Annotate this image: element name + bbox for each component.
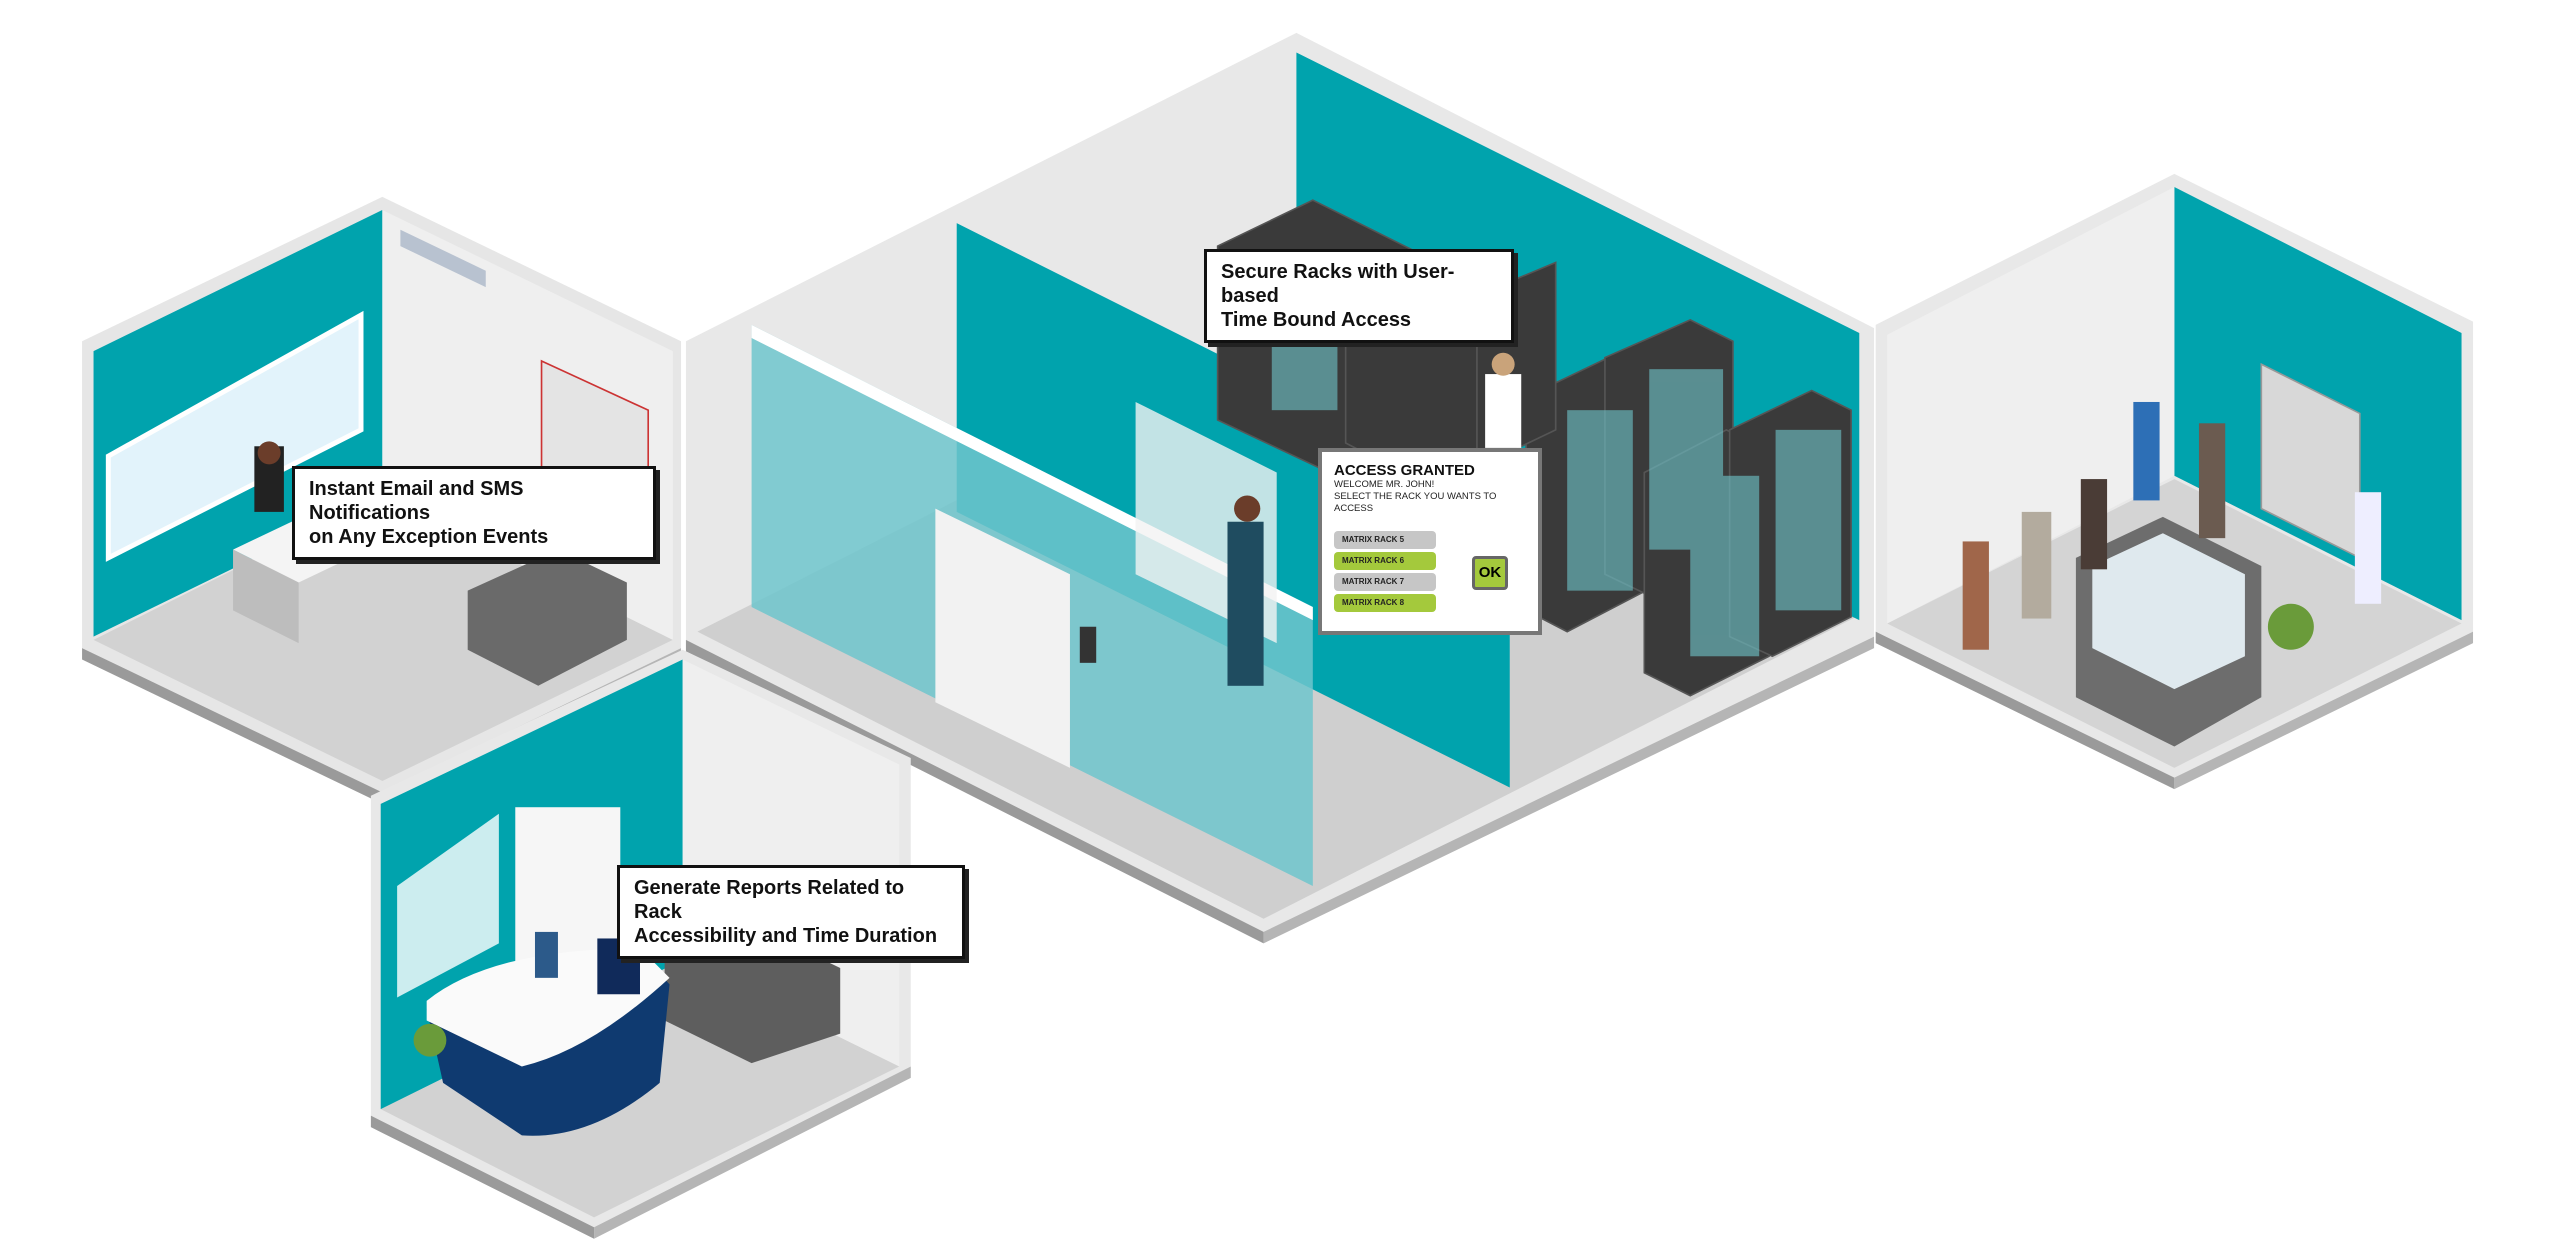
rack-option-5[interactable]: MATRIX RACK 5 <box>1334 531 1436 549</box>
reports-callout-line2: Accessibility and Time Duration <box>634 925 938 947</box>
notifications-callout-line1: Instant Email and SMS Notifications <box>309 478 524 524</box>
rack-option-7[interactable]: MATRIX RACK 7 <box>1334 573 1436 591</box>
rack-option-6[interactable]: MATRIX RACK 6 <box>1334 552 1436 570</box>
access-granted-panel: ACCESS GRANTED WELCOME MR. JOHN! SELECT … <box>1318 448 1542 635</box>
secure-racks-callout-line2: Time Bound Access <box>1221 309 1412 331</box>
notifications-callout-line2: on Any Exception Events <box>309 526 549 548</box>
ok-button[interactable]: OK <box>1472 556 1508 590</box>
access-panel-title: ACCESS GRANTED <box>1334 462 1475 479</box>
notifications-callout: Instant Email and SMS Notifications on A… <box>292 466 656 560</box>
secure-racks-callout-line1: Secure Racks with User-based <box>1221 261 1455 307</box>
rack-option-8[interactable]: MATRIX RACK 8 <box>1334 594 1436 612</box>
reports-callout-line1: Generate Reports Related to Rack <box>634 877 905 923</box>
rack-list: MATRIX RACK 5 MATRIX RACK 6 MATRIX RACK … <box>1334 531 1526 612</box>
security-room <box>1875 173 2474 790</box>
access-panel-welcome: WELCOME MR. JOHN! <box>1334 479 1435 490</box>
secure-racks-callout: Secure Racks with User-based Time Bound … <box>1204 249 1514 343</box>
reports-callout: Generate Reports Related to Rack Accessi… <box>617 865 965 959</box>
access-panel-instruction: SELECT THE RACK YOU WANTS TO ACCESS <box>1334 491 1497 514</box>
